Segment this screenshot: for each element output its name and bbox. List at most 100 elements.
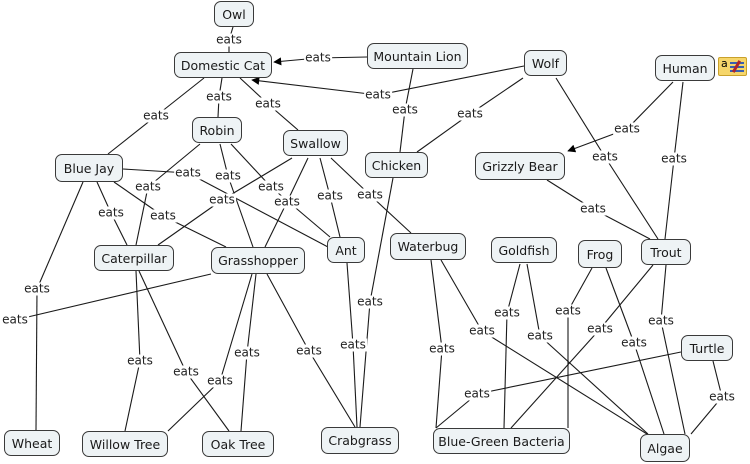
link-label[interactable]: eats <box>172 364 200 379</box>
link-label[interactable]: eats <box>526 328 554 343</box>
link-line-grasshopper-to-willow-tree <box>167 380 221 432</box>
concept-label: Waterbug <box>397 239 459 254</box>
link-label[interactable]: eats <box>215 32 243 47</box>
concept-node-swallow[interactable]: Swallow <box>283 130 348 156</box>
link-label[interactable]: eats <box>620 335 648 350</box>
concept-node-domestic-cat[interactable]: Domestic Cat <box>174 52 272 78</box>
link-label[interactable]: eats <box>257 179 285 194</box>
link-line-goldfish-to-blue-green-bacteria <box>503 312 508 429</box>
concept-node-owl[interactable]: Owl <box>214 1 254 27</box>
link-label[interactable]: eats <box>142 108 170 123</box>
link-line-robin-to-ant <box>230 143 272 188</box>
link-line-caterpillar-to-oak-tree <box>138 270 187 373</box>
link-line-swallow-to-ant <box>329 195 341 238</box>
concept-label: Human <box>662 60 708 76</box>
link-label[interactable]: eats <box>647 313 675 328</box>
link-label[interactable]: eats <box>339 337 367 352</box>
link-label[interactable]: eats <box>591 149 619 164</box>
concept-node-willow-tree[interactable]: Willow Tree <box>82 431 168 457</box>
link-line-goldfish-to-algae <box>539 335 649 435</box>
link-label[interactable]: eats <box>428 341 456 356</box>
link-label[interactable]: eats <box>493 305 521 320</box>
link-line-caterpillar-to-oak-tree <box>185 371 230 432</box>
link-label[interactable]: eats <box>554 303 582 318</box>
concept-node-human[interactable]: Human <box>655 55 715 81</box>
link-label[interactable]: eats <box>134 179 162 194</box>
note-icon[interactable]: a <box>718 57 747 76</box>
concept-label: Chicken <box>371 157 422 173</box>
link-line-goldfish-to-algae <box>526 263 541 337</box>
link-line-human-to-grizzly-bear <box>626 81 674 130</box>
link-line-frog-to-algae <box>633 342 665 435</box>
link-label[interactable]: eats <box>233 345 261 360</box>
link-label[interactable]: eats <box>316 188 344 203</box>
concept-node-blue-jay[interactable]: Blue Jay <box>55 154 123 182</box>
link-line-human-to-trout <box>673 81 684 160</box>
link-line-goldfish-to-blue-green-bacteria <box>506 263 521 314</box>
concept-label: Wolf <box>531 55 560 71</box>
link-line-swallow-to-grasshopper <box>286 157 309 203</box>
concept-label: Grasshopper <box>218 253 298 268</box>
link-label[interactable]: eats <box>463 386 491 401</box>
concept-node-robin[interactable]: Robin <box>192 117 242 143</box>
concept-node-algae[interactable]: Algae <box>640 434 690 462</box>
link-label[interactable]: eats <box>613 121 641 136</box>
link-label[interactable]: eats <box>23 281 51 296</box>
concept-label: Caterpillar <box>101 250 167 266</box>
concept-label: Algae <box>647 440 683 456</box>
link-line-wolf-to-trout <box>555 77 606 158</box>
concept-node-wolf[interactable]: Wolf <box>524 50 567 76</box>
link-label[interactable]: eats <box>1 312 29 327</box>
link-label[interactable]: eats <box>364 87 392 102</box>
link-line-grasshopper-to-wheat <box>14 273 212 321</box>
link-label[interactable]: eats <box>174 165 202 180</box>
link-label[interactable]: eats <box>468 323 496 338</box>
concept-node-wheat[interactable]: Wheat <box>4 430 60 456</box>
concept-node-ant[interactable]: Ant <box>327 237 365 263</box>
link-label[interactable]: eats <box>579 201 607 216</box>
concept-node-trout[interactable]: Trout <box>641 239 691 265</box>
link-line-waterbug-to-algae <box>481 330 648 435</box>
concept-node-caterpillar[interactable]: Caterpillar <box>94 245 174 271</box>
link-line-chicken-to-crabgrass <box>359 301 371 428</box>
link-label[interactable]: eats <box>708 389 736 404</box>
concept-label: Domestic Cat <box>180 57 266 73</box>
link-label[interactable]: eats <box>456 106 484 121</box>
concept-node-chicken[interactable]: Chicken <box>365 152 428 178</box>
concept-node-waterbug[interactable]: Waterbug <box>390 233 466 260</box>
link-line-robin-to-ant <box>270 186 331 238</box>
link-line-robin-to-caterpillar <box>147 143 201 188</box>
concept-node-oak-tree[interactable]: Oak Tree <box>202 431 274 457</box>
link-label[interactable]: eats <box>208 192 236 207</box>
link-line-robin-to-grasshopper <box>227 175 254 248</box>
link-label[interactable]: eats <box>126 353 154 368</box>
concept-node-goldfish[interactable]: Goldfish <box>491 237 557 263</box>
link-label[interactable]: eats <box>273 194 301 209</box>
link-label[interactable]: eats <box>356 187 384 202</box>
link-label[interactable]: eats <box>391 102 419 117</box>
concept-node-crabgrass[interactable]: Crabgrass <box>321 427 399 454</box>
link-line-blue-jay-to-wheat <box>35 288 38 431</box>
link-label[interactable]: eats <box>586 321 614 336</box>
concept-node-turtle[interactable]: Turtle <box>681 335 733 361</box>
link-label[interactable]: eats <box>206 373 234 388</box>
link-label[interactable]: eats <box>97 205 125 220</box>
link-label[interactable]: eats <box>254 96 282 111</box>
link-label[interactable]: eats <box>214 168 242 183</box>
concept-label: Ant <box>335 242 357 258</box>
link-label[interactable]: eats <box>304 50 332 65</box>
link-label[interactable]: eats <box>149 208 177 223</box>
concept-node-frog[interactable]: Frog <box>578 240 622 268</box>
link-label[interactable]: eats <box>205 89 233 104</box>
concept-node-grasshopper[interactable]: Grasshopper <box>211 247 305 274</box>
link-label[interactable]: eats <box>295 343 323 358</box>
link-label[interactable]: eats <box>356 294 384 309</box>
link-line-ant-to-crabgrass <box>352 344 358 428</box>
link-line-chicken-to-crabgrass <box>369 177 394 303</box>
concept-node-blue-green-bacteria[interactable]: Blue-Green Bacteria <box>433 428 570 454</box>
concept-node-grizzly-bear[interactable]: Grizzly Bear <box>475 152 565 180</box>
link-label[interactable]: eats <box>660 151 688 166</box>
link-line-frog-to-blue-green-bacteria <box>567 267 593 312</box>
link-line-caterpillar-to-willow-tree <box>135 270 141 362</box>
concept-node-mountain-lion[interactable]: Mountain Lion <box>367 43 468 69</box>
